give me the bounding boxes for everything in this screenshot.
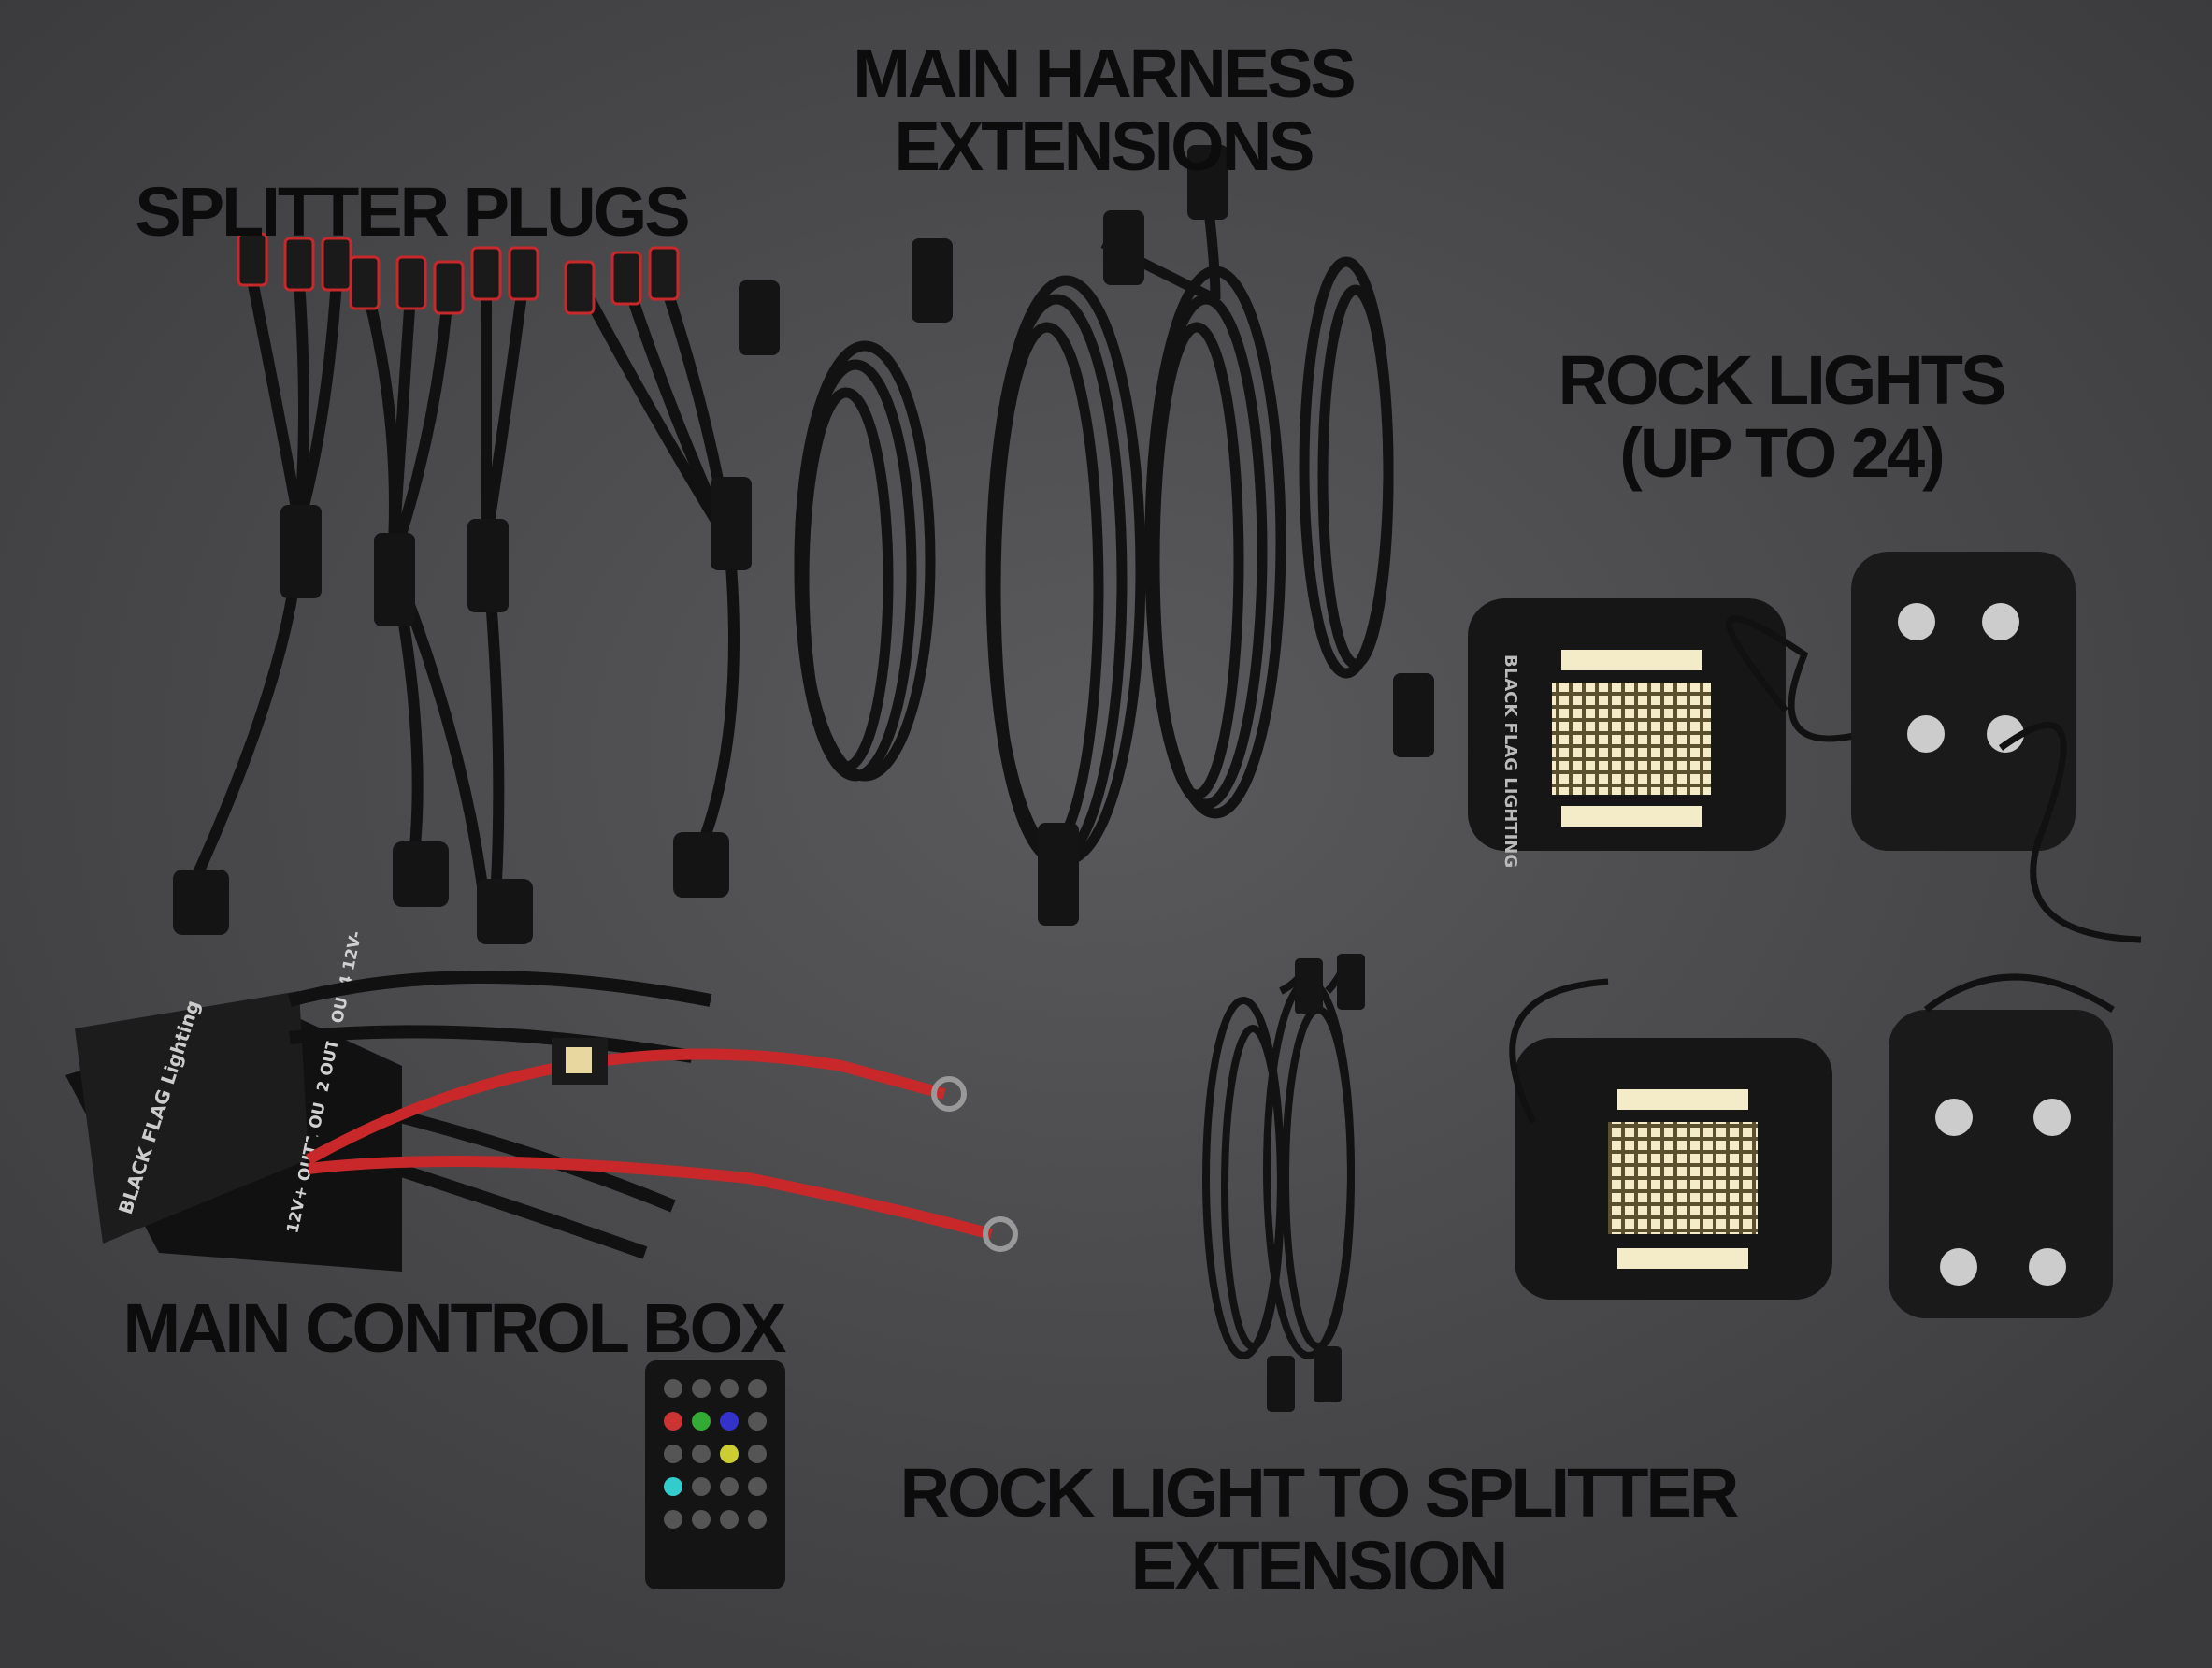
label-line: ROCK LIGHT TO SPLITTER <box>899 1454 1740 1531</box>
label-main-harness-extensions: MAIN HARNESS EXTENSIONS <box>823 37 1384 183</box>
splitter-plugs <box>173 232 752 944</box>
main-harness-extensions <box>739 145 1434 926</box>
rock-light-assemblies: BLACK FLAG LIGHTING <box>1468 552 2142 1318</box>
label-line: MAIN HARNESS <box>853 35 1356 112</box>
main-control-box: BLACK FLAG Lighting 12V+ OUT1 OUT2 OUT3 … <box>65 929 1018 1272</box>
label-line: EXTENSIONS <box>894 108 1315 185</box>
rock-light-logo: BLACK FLAG LIGHTING <box>1501 654 1520 868</box>
label-rock-lights: ROCK LIGHTS (UP TO 24) <box>1533 344 2029 490</box>
rock-light-top: BLACK FLAG LIGHTING <box>1468 552 2142 943</box>
label-rock-light-to-splitter-extension: ROCK LIGHT TO SPLITTER EXTENSION <box>869 1457 1767 1603</box>
label-main-control-box: MAIN CONTROL BOX <box>122 1289 786 1367</box>
label-splitter-plugs: SPLITTER PLUGS <box>135 173 690 251</box>
rock-light-to-splitter-extension <box>1202 954 1365 1412</box>
label-line: EXTENSION <box>1130 1527 1509 1604</box>
remote-control <box>645 1360 785 1589</box>
rock-light-bottom <box>1509 973 2115 1318</box>
label-line: (UP TO 24) <box>1619 414 1946 492</box>
label-line: ROCK LIGHTS <box>1558 341 2007 419</box>
